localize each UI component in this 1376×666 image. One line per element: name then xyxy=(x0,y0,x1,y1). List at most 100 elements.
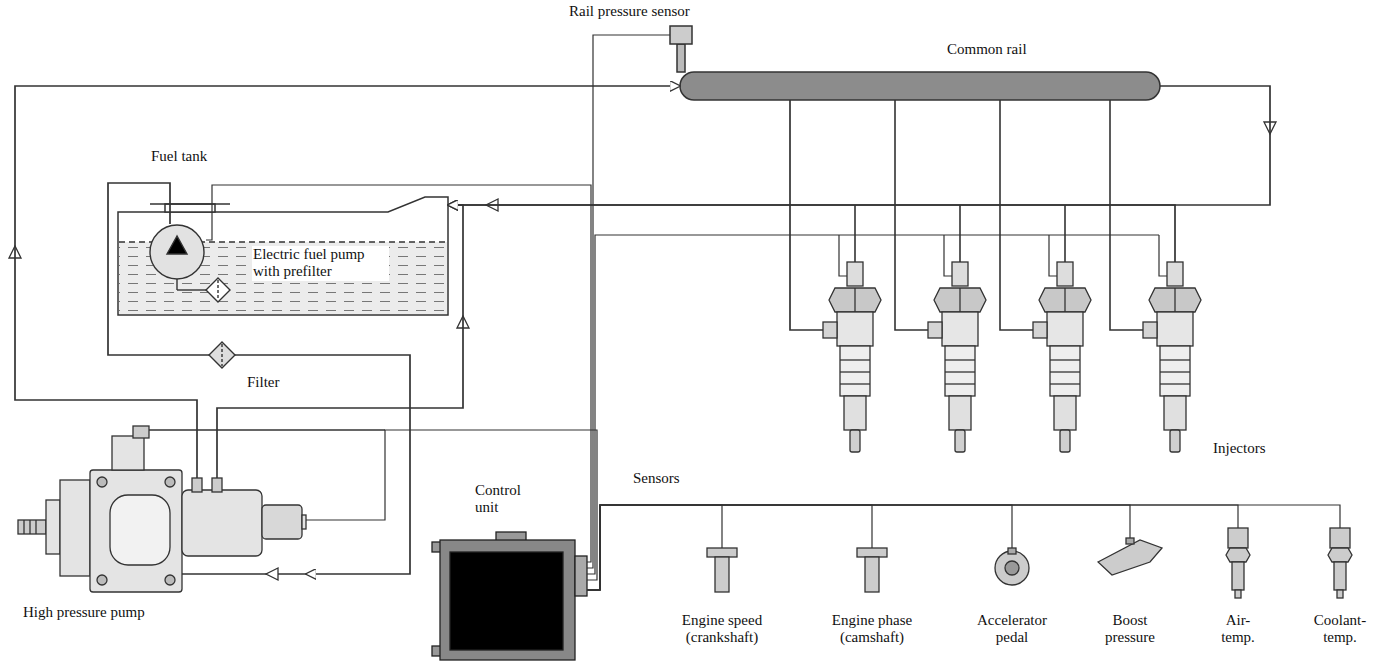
control-unit-drawing xyxy=(440,540,575,660)
pedal-sensor: Accelerator pedal xyxy=(995,548,1029,590)
injector-drawing xyxy=(1033,262,1091,452)
sensor-drawing xyxy=(1334,562,1346,590)
signal-wire xyxy=(206,185,591,562)
control-unit: Control unit xyxy=(440,540,587,660)
fuel-line xyxy=(108,183,209,355)
part-label: Accelerator pedal xyxy=(968,612,1056,647)
signal-wire xyxy=(587,505,1340,590)
high-pressure-pump-drawing xyxy=(97,575,107,585)
signal-wire xyxy=(587,505,1130,590)
fuel-tank-drawing xyxy=(118,197,448,315)
high-pressure-pump-drawing xyxy=(112,436,144,470)
high-pressure-pump-drawing xyxy=(23,520,24,534)
part-label: Coolant- temp. xyxy=(1309,612,1371,647)
common-rail-drawing xyxy=(680,72,1160,100)
air-temp-sensor: Air- temp. xyxy=(1226,528,1250,598)
group-label: Sensors xyxy=(632,470,681,487)
high-pressure-pump-drawing xyxy=(60,480,90,576)
sensor-drawing xyxy=(857,548,887,557)
sensor-drawing xyxy=(1228,528,1248,548)
high-pressure-pump-drawing xyxy=(196,470,198,478)
part-label: Air- temp. xyxy=(1216,612,1260,647)
fuel-line xyxy=(854,205,856,262)
fuel-line xyxy=(15,86,680,470)
control-wire xyxy=(1049,235,1057,276)
sensor-drawing xyxy=(707,528,1352,598)
high-pressure-pump: High pressure pump xyxy=(18,470,306,592)
common-rail: Common rail xyxy=(680,72,1160,100)
fuel-line xyxy=(448,86,1270,205)
sensor-drawing xyxy=(995,551,1029,585)
sensor-drawing xyxy=(1235,590,1241,598)
control-wire xyxy=(944,235,952,276)
electric-pump-drawing xyxy=(217,280,218,300)
phase-sensor: Engine phase (camshaft) xyxy=(857,548,887,592)
fuel-tank: Fuel tankElectric fuel pump with prefilt… xyxy=(118,197,448,315)
fuel-tank-drawing xyxy=(150,203,230,205)
fuel-line xyxy=(855,100,1143,330)
part-label: Common rail xyxy=(946,41,1028,58)
filter-drawing xyxy=(221,344,222,366)
injector-group: Injectors xyxy=(823,262,1200,454)
part-label: Control unit xyxy=(474,482,534,517)
high-pressure-pump-drawing xyxy=(18,426,385,592)
high-pressure-pump-drawing xyxy=(212,478,222,492)
high-pressure-pump-drawing xyxy=(110,495,170,565)
signal-wire xyxy=(306,430,597,580)
high-pressure-pump-drawing xyxy=(165,575,175,585)
high-pressure-pump-drawing xyxy=(302,515,306,529)
control-unit-drawing xyxy=(575,556,587,596)
fuel-line xyxy=(895,100,928,330)
control-unit-drawing xyxy=(450,552,563,650)
signal-wire xyxy=(587,505,872,590)
fuel-line xyxy=(448,205,1175,262)
high-pressure-pump-drawing xyxy=(216,470,218,478)
injector-drawing xyxy=(928,262,986,452)
electric-pump-drawing xyxy=(167,236,187,254)
electric-pump-drawing xyxy=(150,225,204,279)
electric-fuel-pump: Electric fuel pump with prefilter xyxy=(148,224,206,281)
electric-pump-drawing xyxy=(206,278,230,302)
fuel-line xyxy=(235,355,410,574)
sensor-drawing xyxy=(1330,528,1350,548)
sensor-drawing xyxy=(1098,540,1162,575)
fuel-line xyxy=(790,100,823,330)
control-wire xyxy=(1159,235,1167,276)
high-pressure-pump-drawing xyxy=(165,477,175,487)
sensor-drawing xyxy=(1232,562,1244,590)
sensor-drawing xyxy=(865,557,879,592)
high-pressure-pump-drawing xyxy=(29,520,30,534)
signal-wire xyxy=(587,235,823,574)
flow-arrow xyxy=(9,122,1276,580)
fuel-line xyxy=(959,205,961,262)
fuel-tank-drawing xyxy=(118,197,448,315)
part-label: Engine phase (camshaft) xyxy=(818,612,926,647)
injector-drawing xyxy=(823,262,881,452)
part-label: Electric fuel pump with prefilter xyxy=(252,246,389,281)
part-label: Engine speed (crankshaft) xyxy=(668,612,776,647)
high-pressure-pump-drawing xyxy=(35,520,36,534)
sensor-drawing xyxy=(1226,548,1250,562)
fuel-tank-drawing xyxy=(165,204,215,212)
pressure-sensor: Rail pressure sensor xyxy=(670,26,692,44)
part-label: Rail pressure sensor xyxy=(568,3,691,20)
part-label: Injectors xyxy=(1212,440,1266,457)
high-pressure-pump-drawing xyxy=(182,490,262,556)
common-rail-drawing xyxy=(677,44,685,72)
control-wire xyxy=(823,235,1167,276)
electric-pump-drawing xyxy=(177,289,206,290)
fuel-line xyxy=(1000,100,1033,330)
sensor-drawing xyxy=(707,548,737,557)
high-pressure-pump-drawing xyxy=(149,429,385,430)
signal-wire xyxy=(587,505,1238,590)
common-rail-drawing xyxy=(670,26,692,44)
control-wire xyxy=(823,234,1159,235)
high-pressure-pump-drawing xyxy=(97,477,107,487)
control-unit-drawing xyxy=(432,532,587,660)
filter-drawing xyxy=(209,342,235,368)
high-pressure-pump-drawing xyxy=(90,470,182,592)
high-pressure-pump-drawing xyxy=(133,426,149,438)
